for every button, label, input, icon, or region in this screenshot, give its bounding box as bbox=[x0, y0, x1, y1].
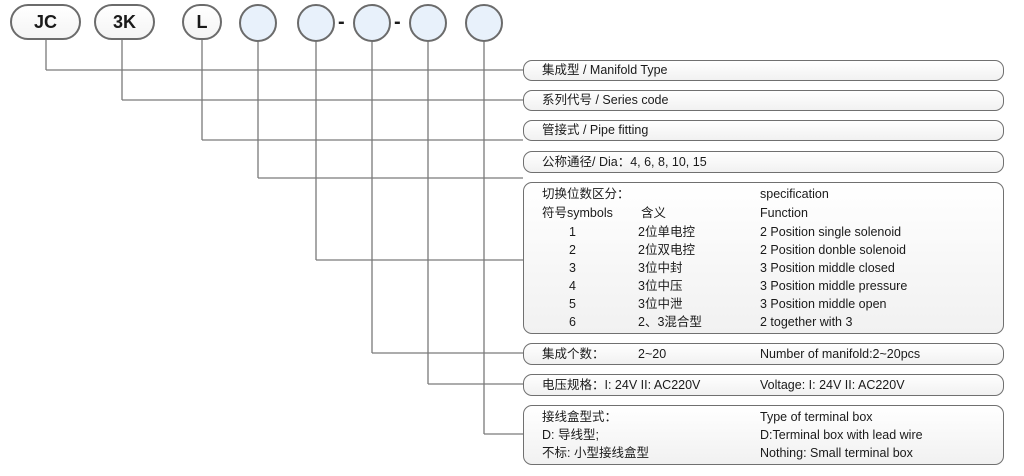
spec-title-en: specification bbox=[760, 187, 829, 201]
spec-row-meaning: 2位双电控 bbox=[638, 243, 695, 257]
box-voltage: 电压规格：I: 24V II: AC220V Voltage: I: 24V I… bbox=[523, 374, 1004, 396]
box-terminal: 接线盒型式： Type of terminal box D: 导线型; D:Te… bbox=[523, 405, 1004, 465]
code-slot-spec bbox=[297, 4, 335, 42]
code-slot-manifold-count bbox=[353, 4, 391, 42]
spec-row-function: 3 Position middle open bbox=[760, 297, 887, 311]
manifold-count-value: 2~20 bbox=[638, 347, 667, 361]
spec-row-function: 2 together with 3 bbox=[760, 315, 853, 329]
terminal-d-cn: D: 导线型; bbox=[542, 428, 599, 442]
terminal-none-en: Nothing: Small terminal box bbox=[760, 446, 913, 460]
spec-row-symbol: 1 bbox=[569, 225, 576, 239]
code-slot-voltage bbox=[409, 4, 447, 42]
spec-row-symbol: 6 bbox=[569, 315, 576, 329]
code-part-jc-text: JC bbox=[33, 11, 57, 32]
voltage-en: Voltage: I: 24V II: AC220V bbox=[760, 378, 905, 392]
spec-row-meaning: 3位中压 bbox=[638, 279, 683, 293]
spec-row-symbol: 4 bbox=[569, 279, 576, 293]
box-dia: 公称通径/ Dia：4, 6, 8, 10, 15 bbox=[523, 151, 1004, 173]
spec-row-meaning: 3位中泄 bbox=[638, 297, 683, 311]
code-part-l-text: L bbox=[196, 11, 208, 32]
pipe-fitting-text: 管接式 / Pipe fitting bbox=[542, 123, 649, 137]
spec-header-symbols: 符号symbols bbox=[542, 206, 613, 220]
spec-row-symbol: 3 bbox=[569, 261, 576, 275]
series-code-text: 系列代号 / Series code bbox=[542, 93, 669, 107]
code-part-3k: 3K bbox=[94, 4, 155, 40]
spec-title-cn: 切换位数区分： bbox=[542, 187, 630, 201]
manifold-count-en: Number of manifold:2~20pcs bbox=[760, 347, 921, 361]
spec-row-meaning: 2位单电控 bbox=[638, 225, 695, 239]
spec-row-function: 2 Position donble solenoid bbox=[760, 243, 906, 257]
spec-header-meaning: 含义 bbox=[641, 206, 667, 220]
box-manifold-count: 集成个数： 2~20 Number of manifold:2~20pcs bbox=[523, 343, 1004, 365]
spec-row-meaning: 3位中封 bbox=[638, 261, 683, 275]
code-part-l: L bbox=[182, 4, 222, 40]
spec-row-function: 3 Position middle closed bbox=[760, 261, 895, 275]
box-series-code: 系列代号 / Series code bbox=[523, 90, 1004, 111]
separator-dash: - bbox=[338, 11, 345, 33]
terminal-none-cn: 不标: 小型接线盒型 bbox=[542, 446, 649, 460]
voltage-label: 电压规格：I: 24V II: AC220V bbox=[542, 378, 701, 392]
spec-row-function: 2 Position single solenoid bbox=[760, 225, 902, 239]
terminal-title-cn: 接线盒型式： bbox=[542, 410, 618, 424]
box-pipe-fitting: 管接式 / Pipe fitting bbox=[523, 120, 1004, 141]
spec-row-meaning: 2、3混合型 bbox=[638, 315, 702, 329]
dia-text: 公称通径/ Dia：4, 6, 8, 10, 15 bbox=[542, 155, 707, 169]
terminal-d-en: D:Terminal box with lead wire bbox=[760, 428, 923, 442]
spec-row-symbol: 2 bbox=[569, 243, 576, 257]
separator-dash: - bbox=[394, 11, 401, 33]
box-manifold-type: 集成型 / Manifold Type bbox=[523, 60, 1004, 81]
spec-row-symbol: 5 bbox=[569, 297, 576, 311]
terminal-title-en: Type of terminal box bbox=[760, 410, 873, 424]
code-slot-terminal bbox=[465, 4, 503, 42]
spec-row-function: 3 Position middle pressure bbox=[760, 279, 908, 293]
manifold-count-label: 集成个数： bbox=[542, 347, 605, 361]
box-specification: 切换位数区分： specification 符号symbols 含义 Funct… bbox=[523, 182, 1004, 334]
spec-header-function: Function bbox=[760, 206, 808, 220]
code-slot-dia bbox=[239, 4, 277, 42]
manifold-type-text: 集成型 / Manifold Type bbox=[542, 63, 668, 77]
code-part-3k-text: 3K bbox=[112, 11, 136, 32]
code-part-jc: JC bbox=[10, 4, 81, 40]
